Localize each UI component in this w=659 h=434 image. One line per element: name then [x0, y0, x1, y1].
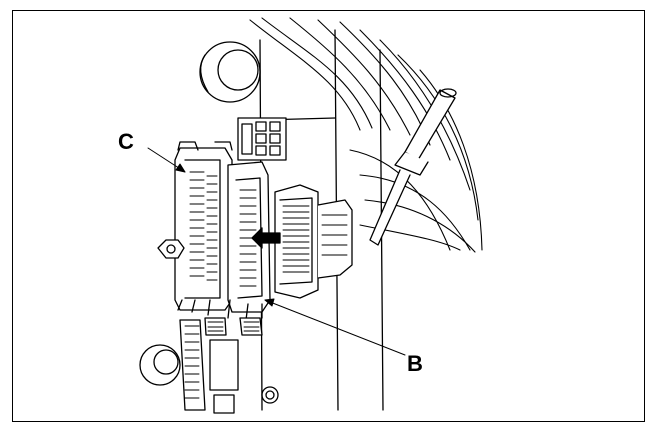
- callout-label-b: B: [407, 351, 423, 376]
- pcb-bottom: [179, 319, 279, 414]
- leader-arrowheads: [175, 163, 275, 307]
- small-relay-connector: [237, 117, 287, 161]
- lower-latches: [204, 317, 263, 336]
- hex-standoff: [157, 239, 185, 259]
- insert-arrow-icon: [251, 227, 281, 249]
- grommet-bottom: [139, 344, 181, 386]
- connector-c: [174, 141, 233, 316]
- connector-b: [227, 161, 271, 321]
- connector-c-pins: [189, 171, 218, 281]
- grommet-top: [199, 41, 261, 103]
- connector-b-pins: [239, 189, 257, 287]
- cable-tie: [369, 88, 457, 246]
- callout-label-c: C: [118, 129, 134, 154]
- mating-plug: [274, 184, 353, 299]
